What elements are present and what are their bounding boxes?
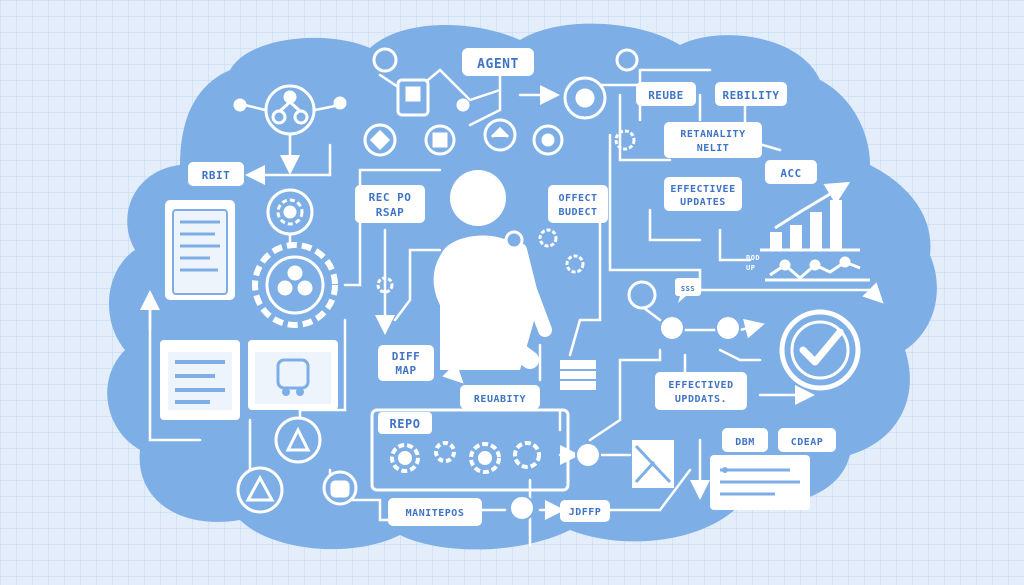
checkmark-icon	[779, 309, 861, 391]
label-jdfp: JDFFP	[560, 500, 610, 522]
svg-text:AGENT: AGENT	[477, 57, 519, 72]
label-offect: OFFECT BUDECT	[548, 185, 608, 223]
svg-text:REUABITY: REUABITY	[474, 394, 526, 405]
chart-notes: BOD UP	[746, 254, 760, 272]
svg-text:REPO: REPO	[390, 417, 421, 431]
svg-text:BOD: BOD	[746, 254, 760, 262]
stacked-boxes	[560, 360, 596, 390]
label-manitepos: MANITEPOS	[388, 498, 482, 526]
svg-text:REUBE: REUBE	[648, 89, 684, 102]
label-retanality: RETANALITY NELIT	[664, 122, 762, 158]
label-repo: REPO	[370, 408, 570, 492]
svg-text:NELIT: NELIT	[697, 143, 730, 154]
bubble-text: SSS	[681, 285, 695, 293]
window-panel-robot	[248, 340, 338, 410]
line-chart-mini	[765, 256, 870, 282]
node-cluster	[363, 47, 639, 157]
svg-text:UP: UP	[746, 264, 755, 272]
label-cdeap: CDEAP	[778, 428, 836, 452]
speech-bubble	[675, 278, 701, 303]
mail-card-icon	[632, 440, 674, 488]
svg-text:UPDDATS.: UPDDATS.	[675, 394, 727, 405]
svg-text:OFFECT: OFFECT	[558, 193, 597, 204]
robot-agent-figure	[433, 170, 552, 370]
svg-text:REC PO: REC PO	[369, 191, 412, 204]
network-icon	[233, 84, 347, 136]
svg-text:RSAP: RSAP	[376, 206, 405, 219]
label-reube: REUBE	[636, 82, 696, 106]
label-recpo: REC PO RSAP	[355, 185, 425, 223]
gear-icon	[266, 188, 314, 236]
svg-text:BUDECT: BUDECT	[558, 207, 597, 218]
svg-text:REBILITY: REBILITY	[723, 89, 780, 102]
process-nodes	[509, 280, 741, 521]
label-effective-top: EFFECTIVEE UPDATES	[664, 177, 742, 211]
label-rebility: REBILITY	[715, 82, 787, 106]
label-dbm: DBM	[722, 428, 768, 452]
svg-text:JDFFP: JDFFP	[569, 507, 602, 518]
svg-text:ACC: ACC	[780, 167, 801, 180]
label-acc: ACC	[765, 160, 817, 184]
svg-text:SSS: SSS	[681, 285, 695, 293]
bar-chart-mini	[760, 181, 860, 252]
svg-text:MAP: MAP	[395, 364, 416, 377]
label-effective-bottom: EFFECTIVED UPDDATS.	[655, 372, 747, 410]
small-gears	[376, 129, 636, 294]
svg-text:DIFF: DIFF	[392, 350, 421, 363]
network-icon-bottom	[236, 416, 358, 514]
svg-text:MANITEPOS: MANITEPOS	[406, 508, 465, 519]
label-agent: AGENT	[462, 48, 534, 76]
window-panel-list	[160, 340, 240, 420]
document-card	[165, 200, 235, 300]
svg-text:EFFECTIVEE: EFFECTIVEE	[670, 184, 735, 195]
svg-text:UPDATES: UPDATES	[680, 197, 726, 208]
svg-text:CDEAP: CDEAP	[791, 437, 824, 448]
label-diff-map: DIFF MAP	[378, 345, 434, 381]
label-reliability: REUABITY	[460, 385, 540, 409]
svg-text:DBM: DBM	[735, 437, 755, 448]
gear-icon-large	[252, 242, 338, 328]
gear-row	[390, 441, 541, 474]
svg-text:RETANALITY: RETANALITY	[680, 129, 745, 140]
label-rbit: RBIT	[188, 162, 244, 186]
data-panel	[710, 455, 810, 510]
svg-text:EFFECTIVED: EFFECTIVED	[668, 380, 733, 391]
svg-text:RBIT: RBIT	[202, 169, 231, 182]
